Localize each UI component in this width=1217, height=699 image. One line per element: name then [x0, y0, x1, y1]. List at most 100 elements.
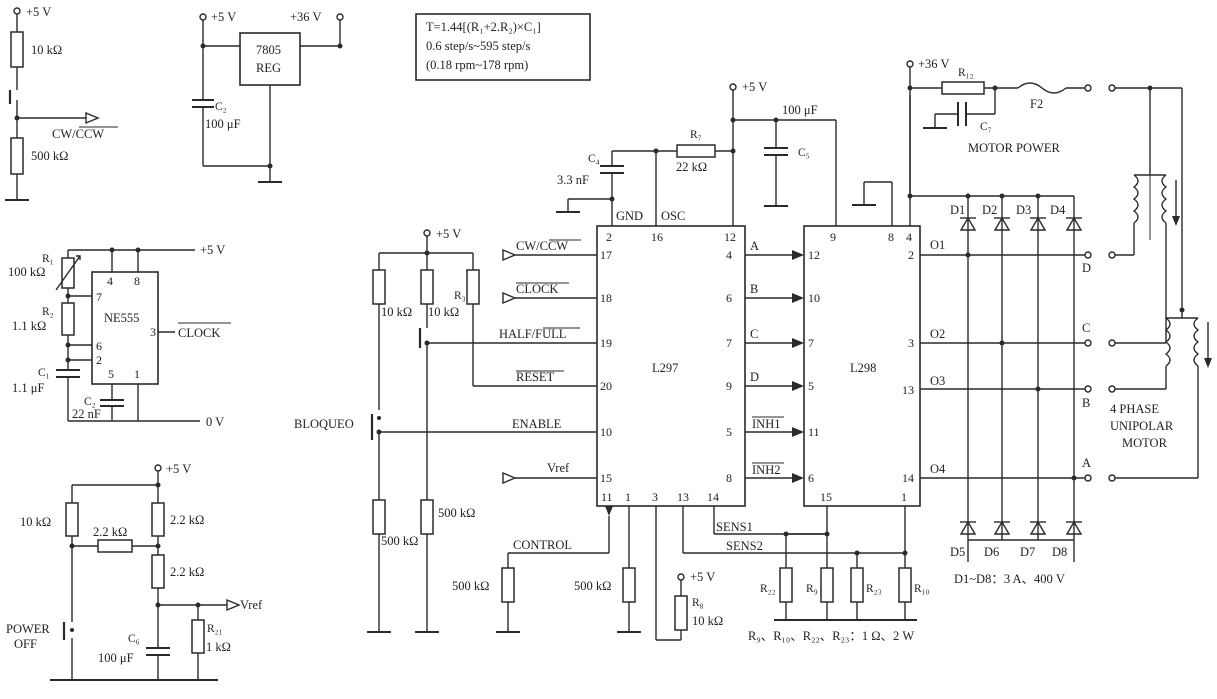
pwr-r-top: [151, 502, 165, 537]
timer-c1-name: C₁: [38, 367, 50, 379]
r-bot-2-label: 500 kΩ: [438, 506, 475, 520]
l297-label: L297: [652, 361, 678, 375]
reg-out-supply-label: +5 V: [211, 10, 236, 24]
l298-out-pin-14: 14: [902, 471, 914, 485]
l298-in-pin-10: 10: [808, 291, 820, 305]
formula-line-3: (0.18 rpm~178 rpm): [426, 58, 528, 72]
out-label-b: B: [750, 282, 758, 296]
r10-name: R₁₀: [914, 583, 930, 595]
r7-resistor: [676, 144, 716, 158]
diode-note: D1~D8：3 A、400 V: [954, 572, 1065, 586]
timer-c2-name: C₂: [84, 396, 96, 408]
motor-power-circuit: +36 V R₁₂ C₇ F2 MOTOR POWER: [906, 57, 1182, 199]
diode-d4: D4: [1050, 196, 1083, 481]
r9-resistor: [820, 567, 834, 603]
power-off-circuit: +5 V 10 kΩ 2.2 kΩ 2.2 kΩ 2.2 kΩ Vref R₂₁…: [6, 462, 263, 681]
l298-in-pin-12: 12: [808, 248, 820, 262]
reg-cap-name: C₂: [215, 101, 227, 113]
c5-name: C₅: [798, 147, 810, 159]
d7-label: D7: [1020, 545, 1035, 559]
terminal-a-label: A: [1082, 456, 1091, 470]
input-label-half: HALF/FULL: [499, 327, 566, 341]
ne555-pin-1: 1: [134, 367, 140, 381]
timer-ground-label: 0 V: [206, 415, 224, 429]
input-pin-15: 15: [600, 471, 612, 485]
r3-resistor: [466, 269, 480, 305]
input-pin-20: 20: [600, 379, 612, 393]
pwr-r21-name: R₂₁: [207, 623, 223, 635]
c4-name: C₄: [588, 153, 600, 165]
terminal-d-label: D: [1082, 261, 1091, 275]
dir-resistor-top: [10, 31, 24, 68]
dir-output-label: CW/CCW: [52, 127, 104, 141]
d2-label: D2: [982, 203, 997, 217]
fuse-label: F2: [1030, 97, 1043, 111]
control-label: CONTROL: [513, 538, 572, 552]
d6-label: D6: [984, 545, 999, 559]
driver-circuit: L298 9 8 4 12 10 7 5 11 6 2 3 13 14 15 1…: [748, 95, 1085, 643]
l298-pin-1: 1: [901, 490, 907, 504]
formula-line-1: T=1.44[(R₁+2.R₂)×C₁]: [426, 20, 541, 34]
pwr-cap-value: 100 μF: [98, 651, 134, 665]
diode-d6: [993, 520, 1011, 535]
out-label-inh2: INH2: [752, 463, 780, 477]
controller-circuit: +5 V 100 μF C₅ R₇ 22 kΩ C₄ 3.3 nF L297 2: [294, 80, 905, 641]
r8-name: R₈: [692, 597, 704, 609]
motor-coil-4: [1193, 317, 1200, 367]
out-pin-9: 9: [726, 379, 732, 393]
out-label-c: C: [750, 327, 758, 341]
motor-label-2: UNIPOLAR: [1110, 419, 1174, 433]
r7-name: R₇: [690, 129, 702, 141]
diode-d2: D2: [982, 193, 1011, 346]
formula-box: T=1.44[(R₁+2.R₂)×C₁] 0.6 step/s~595 step…: [415, 13, 591, 81]
out-label-d: D: [750, 370, 759, 384]
c7-name: C₇: [980, 121, 992, 133]
o4-label: O4: [930, 462, 946, 476]
motor-label-1: 4 PHASE: [1110, 402, 1159, 416]
input-label-vref: Vref: [547, 461, 570, 475]
ne555-pin-2: 2: [96, 353, 102, 367]
l297-chip: [596, 225, 746, 507]
pwr-cap-name: C₆: [128, 633, 140, 645]
r-left-1: [372, 269, 386, 305]
l297-pin-11: 11: [601, 490, 613, 504]
d1-label: D1: [950, 203, 965, 217]
r3-name: R₃: [454, 290, 466, 302]
d4-label: D4: [1050, 203, 1066, 217]
pwr-r-bottom-label: 2.2 kΩ: [170, 565, 204, 579]
clock-input-arrow: [502, 291, 517, 305]
ne555-pin-6: 6: [96, 339, 102, 353]
pwr-switch-label-2: OFF: [14, 637, 37, 651]
r-control: [501, 567, 515, 603]
ctrl-left-supply: +5 V: [436, 227, 461, 241]
l298-out-pin-13: 13: [902, 383, 914, 397]
l298-pin-15: 15: [820, 490, 832, 504]
sense-resistor-note: R₉、R₁₀、R₂₂、R₂₃：1 Ω、2 W: [748, 629, 914, 643]
out-label-inh1: INH1: [752, 417, 780, 431]
r-control-label: 500 kΩ: [452, 579, 489, 593]
motor-circuit: D C B A 4 PHASE UNIPOL: [1082, 88, 1212, 482]
l298-label: L298: [850, 361, 876, 375]
out-pin-6: 6: [726, 291, 732, 305]
motor-coil-2: [1161, 174, 1168, 224]
input-pin-17: 17: [600, 248, 612, 262]
r-bot-1-label: 500 kΩ: [381, 534, 418, 548]
pwr-r-top-label: 2.2 kΩ: [170, 513, 204, 527]
reg-name-1: 7805: [256, 43, 281, 57]
pwr-r-left: [65, 502, 79, 537]
pwr-supply-label: +5 V: [166, 462, 191, 476]
r8-value: 10 kΩ: [692, 614, 723, 628]
r22-resistor: [779, 567, 793, 603]
vref-arrow: [226, 598, 241, 612]
diode-bank: D1 D2 D3 D4: [950, 193, 1083, 586]
d5-label: D5: [950, 545, 965, 559]
r-bot-2: [420, 499, 434, 535]
dir-supply-label: +5 V: [26, 5, 51, 19]
l297-outputs: 4 A 6 B 7 C 9 D 5 INH1 8 INH2: [726, 239, 804, 485]
r23-name: R₂₃: [866, 583, 882, 595]
l297-pin-13: 13: [677, 490, 689, 504]
dir-r-top-label: 10 kΩ: [31, 43, 62, 57]
dir-output-arrow: [85, 111, 100, 125]
l297-gnd-label: GND: [616, 209, 643, 223]
